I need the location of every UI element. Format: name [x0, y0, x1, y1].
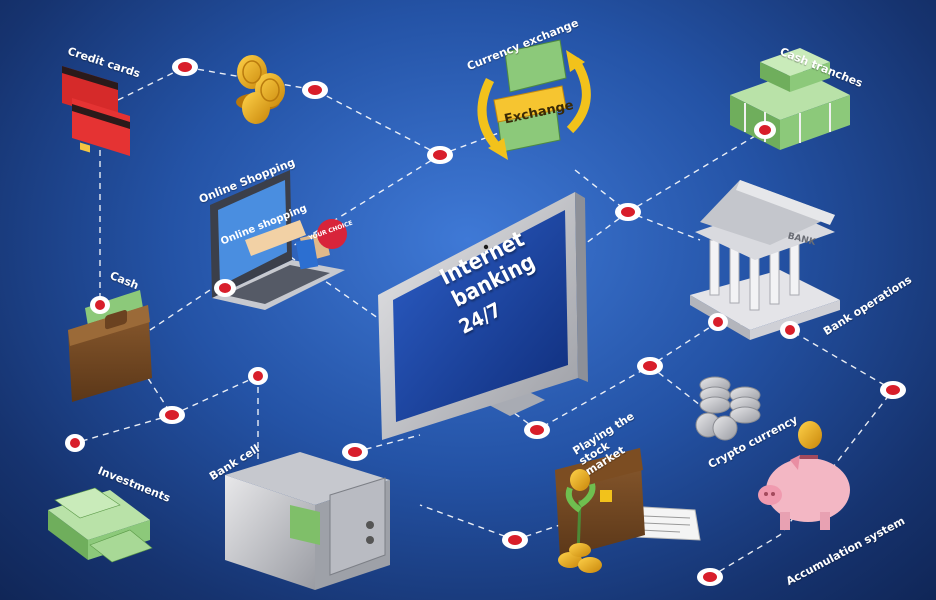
connector-line	[419, 504, 516, 541]
investments-money-icon	[48, 487, 153, 563]
connector-node	[342, 443, 368, 461]
bank-building-icon: BANK	[690, 180, 840, 340]
connector-node	[214, 279, 236, 297]
gold-coins-icon	[236, 55, 285, 124]
credit-cards-icon	[62, 66, 130, 156]
connector-node	[708, 313, 728, 331]
connector-node	[524, 421, 550, 439]
wallet-icon	[68, 290, 152, 402]
briefcase-icon	[555, 448, 701, 573]
connector-line	[709, 389, 894, 578]
connector-node	[615, 203, 641, 221]
connector-line	[574, 169, 701, 241]
bank-cell-safe-icon	[225, 452, 390, 590]
connector-line	[627, 129, 766, 213]
connector-node	[172, 58, 198, 76]
connector-node	[427, 146, 453, 164]
connector-node	[159, 406, 185, 424]
connector-node	[302, 81, 328, 99]
connector-node	[754, 121, 776, 139]
connector-node	[248, 367, 268, 385]
connector-node	[65, 434, 85, 452]
connector-node	[502, 531, 528, 549]
connector-line	[117, 66, 441, 156]
cash-tranches-icon	[730, 48, 850, 150]
laptop-icon: Online shopping YOUR CHOICE	[210, 170, 354, 310]
connector-nodes	[65, 58, 906, 586]
crypto-coins-icon	[695, 376, 761, 441]
your-choice-badge	[317, 219, 347, 249]
connector-node	[90, 296, 110, 314]
connector-node	[697, 568, 723, 586]
connector-node	[637, 357, 663, 375]
connector-node	[880, 381, 906, 399]
monitor-icon	[378, 192, 588, 440]
piggy-bank-icon	[758, 421, 850, 530]
connector-line	[74, 414, 173, 444]
connector-node	[780, 321, 800, 339]
currency-exchange-icon: Exchange	[477, 39, 591, 160]
